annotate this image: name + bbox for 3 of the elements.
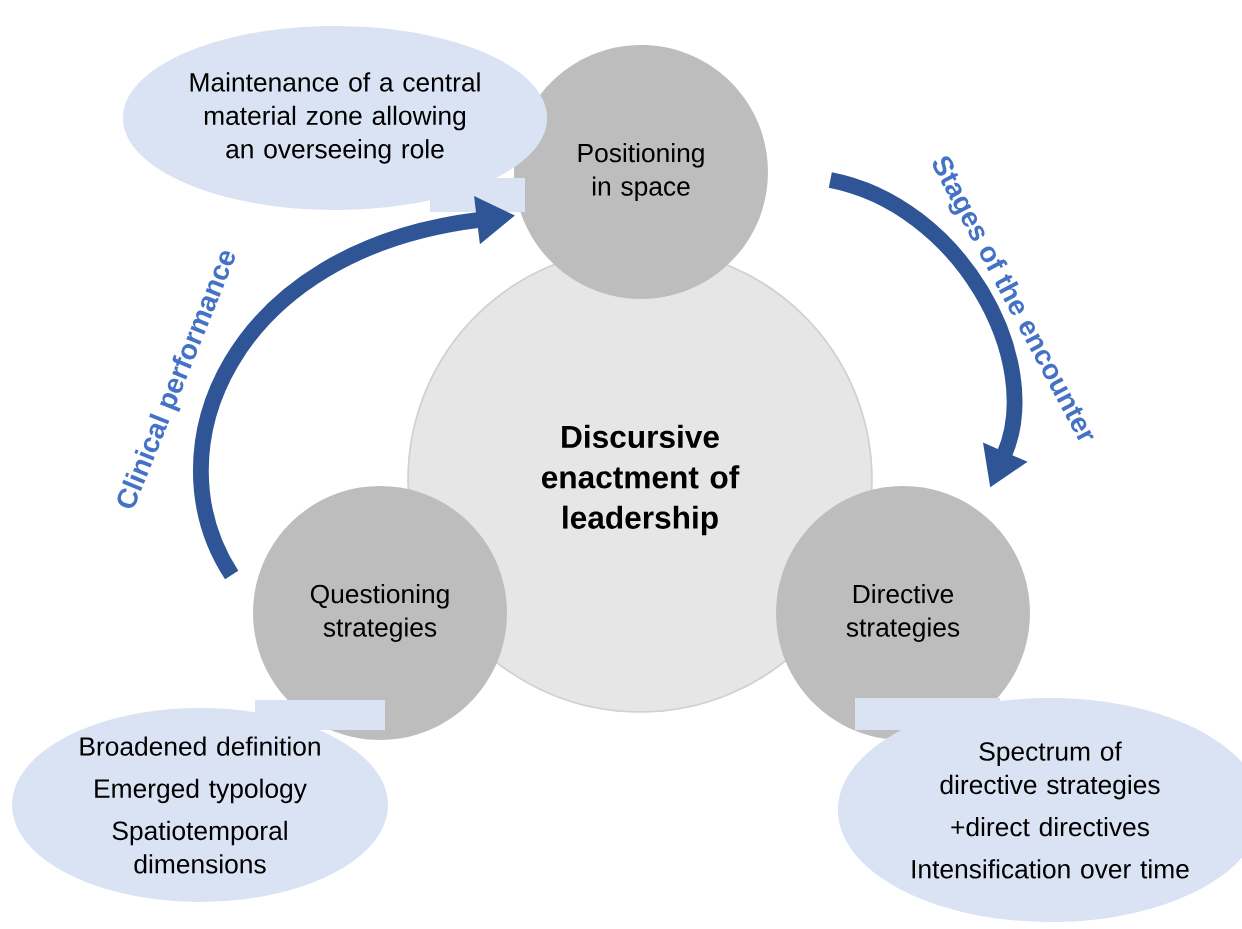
callout-bubble: Spectrum of directive strategies +direct directives Intensification over time xyxy=(837,698,1242,922)
callout-bubble: Maintenance of a central material zone allowing an overseeing role xyxy=(122,26,548,212)
callout-bubble: Broadened definition Emerged typology Spatiotemporal dimensions xyxy=(12,700,388,902)
